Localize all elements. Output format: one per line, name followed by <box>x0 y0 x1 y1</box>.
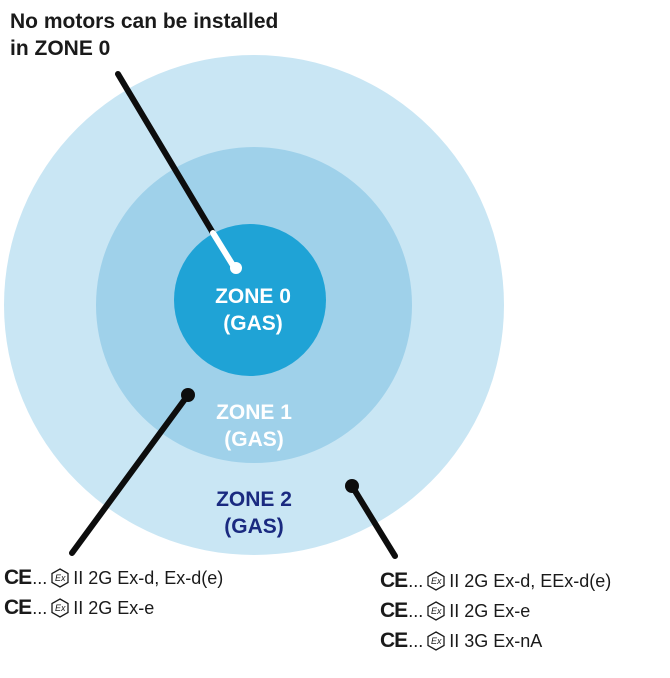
ex-hexagon-icon: Ex <box>426 631 446 651</box>
ce-mark: CE <box>4 596 32 619</box>
zone-2-label: ZONE 2 (GAS) <box>154 486 354 540</box>
ce-mark: CE <box>380 629 408 652</box>
zone-0-pointer-line <box>115 71 216 236</box>
zone-2-pointer-dot <box>345 479 359 493</box>
zone-1-label: ZONE 1 (GAS) <box>154 399 354 453</box>
zone-2-name: ZONE 2 <box>216 488 292 511</box>
cert-text: II 2G Ex-e <box>449 601 531 621</box>
ex-symbol: Ex <box>430 636 442 646</box>
ce-mark: CE <box>380 569 408 592</box>
cert-text: II 2G Ex-d, EEx-d(e) <box>449 571 612 591</box>
cert-line: CE ... Ex II 2G Ex-e <box>4 593 223 623</box>
ex-symbol: Ex <box>430 576 442 586</box>
zone-1-certifications: CE ... Ex II 2G Ex-d, Ex-d(e) CE ... Ex … <box>4 563 223 623</box>
zone-0-circle <box>174 224 326 376</box>
heading: No motors can be installed in ZONE 0 <box>10 8 278 62</box>
ex-symbol: Ex <box>430 606 442 616</box>
cert-dots: ... <box>408 601 424 621</box>
zone-0-medium: (GAS) <box>223 312 283 335</box>
heading-line-1: No motors can be installed <box>10 10 279 33</box>
zone-0-pointer-dot <box>230 262 242 274</box>
cert-dots: ... <box>32 568 48 588</box>
zone-0-label: ZONE 0 (GAS) <box>153 283 353 337</box>
ce-mark: CE <box>380 599 408 622</box>
zone-2-medium: (GAS) <box>224 515 284 538</box>
ex-hexagon-icon: Ex <box>50 598 70 618</box>
zone-0-name: ZONE 0 <box>215 285 291 308</box>
cert-line: CE ... Ex II 2G Ex-d, Ex-d(e) <box>4 563 223 593</box>
cert-text: II 3G Ex-nA <box>449 631 543 651</box>
cert-dots: ... <box>32 598 48 618</box>
zone-1-name: ZONE 1 <box>216 401 292 424</box>
zone-2-pointer-line <box>349 483 398 559</box>
zone-1-pointer-dot <box>181 388 195 402</box>
cert-line: CE ... Ex II 2G Ex-d, EEx-d(e) <box>380 566 611 596</box>
zone-1-medium: (GAS) <box>224 428 284 451</box>
cert-dots: ... <box>408 571 424 591</box>
ex-hexagon-icon: Ex <box>426 601 446 621</box>
ex-symbol: Ex <box>54 603 66 613</box>
heading-line-2: in ZONE 0 <box>10 37 111 60</box>
cert-text: II 2G Ex-d, Ex-d(e) <box>73 568 224 588</box>
zone-0-pointer-tip <box>210 230 237 270</box>
ex-hexagon-icon: Ex <box>426 571 446 591</box>
cert-text: II 2G Ex-e <box>73 598 155 618</box>
ex-symbol: Ex <box>54 573 66 583</box>
cert-line: CE ... Ex II 3G Ex-nA <box>380 626 611 656</box>
zone-2-certifications: CE ... Ex II 2G Ex-d, EEx-d(e) CE ... Ex… <box>380 566 611 656</box>
ce-mark: CE <box>4 566 32 589</box>
cert-dots: ... <box>408 631 424 651</box>
zone-1-pointer-line <box>69 392 191 556</box>
ex-hexagon-icon: Ex <box>50 568 70 588</box>
cert-line: CE ... Ex II 2G Ex-e <box>380 596 611 626</box>
